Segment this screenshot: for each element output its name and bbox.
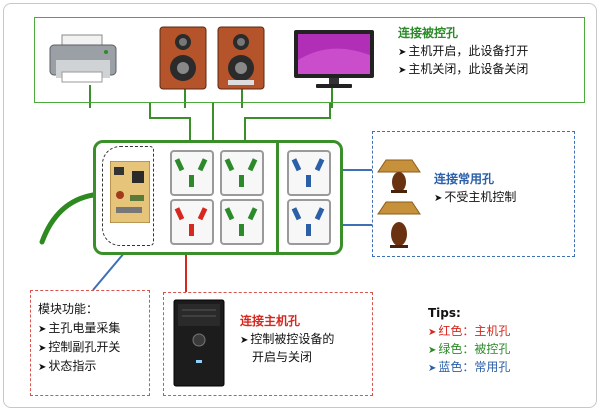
tips-heading: Tips: xyxy=(428,306,461,320)
arrow-icon: ➤ xyxy=(38,324,47,335)
host-outlet-box xyxy=(163,292,373,396)
module-area xyxy=(102,146,154,246)
controlled-outlet-box xyxy=(34,17,585,103)
arrow-icon: ➤ xyxy=(428,327,437,338)
host-box-heading: 连接主机孔 xyxy=(240,314,301,328)
arrow-icon: ➤ xyxy=(398,65,407,76)
controlled-box-line2: ➤主机关闭，此设备关闭 xyxy=(398,62,529,76)
controlled-box-line1: ➤主机开启，此设备打开 xyxy=(398,44,529,58)
diagram-frame xyxy=(3,3,597,408)
arrow-icon: ➤ xyxy=(428,363,437,374)
power-strip xyxy=(93,140,343,255)
arrow-icon: ➤ xyxy=(240,335,249,346)
host-box-line1: ➤控制被控设备的 xyxy=(240,332,335,346)
tips-green: ➤绿色：被控孔 xyxy=(428,342,511,356)
circuit-board-icon xyxy=(110,161,150,223)
regular-outlet-box xyxy=(372,131,575,257)
module-item-3: ➤状态指示 xyxy=(38,359,97,373)
module-item-1: ➤主孔电量采集 xyxy=(38,321,121,335)
arrow-icon: ➤ xyxy=(398,47,407,58)
regular-box-heading: 连接常用孔 xyxy=(434,172,495,186)
controlled-box-heading: 连接被控孔 xyxy=(398,26,459,40)
module-item-2: ➤控制副孔开关 xyxy=(38,340,121,354)
module-box-heading: 模块功能： xyxy=(38,302,99,316)
regular-box-line1: ➤不受主机控制 xyxy=(434,190,517,204)
host-box-line2: 开启与关闭 xyxy=(252,350,313,364)
tips-blue: ➤蓝色：常用孔 xyxy=(428,360,511,374)
module-function-box xyxy=(30,290,150,396)
arrow-icon: ➤ xyxy=(434,193,443,204)
arrow-icon: ➤ xyxy=(428,345,437,356)
tips-red: ➤红色：主机孔 xyxy=(428,324,511,338)
arrow-icon: ➤ xyxy=(38,362,47,373)
strip-divider xyxy=(276,143,279,252)
arrow-icon: ➤ xyxy=(38,343,47,354)
